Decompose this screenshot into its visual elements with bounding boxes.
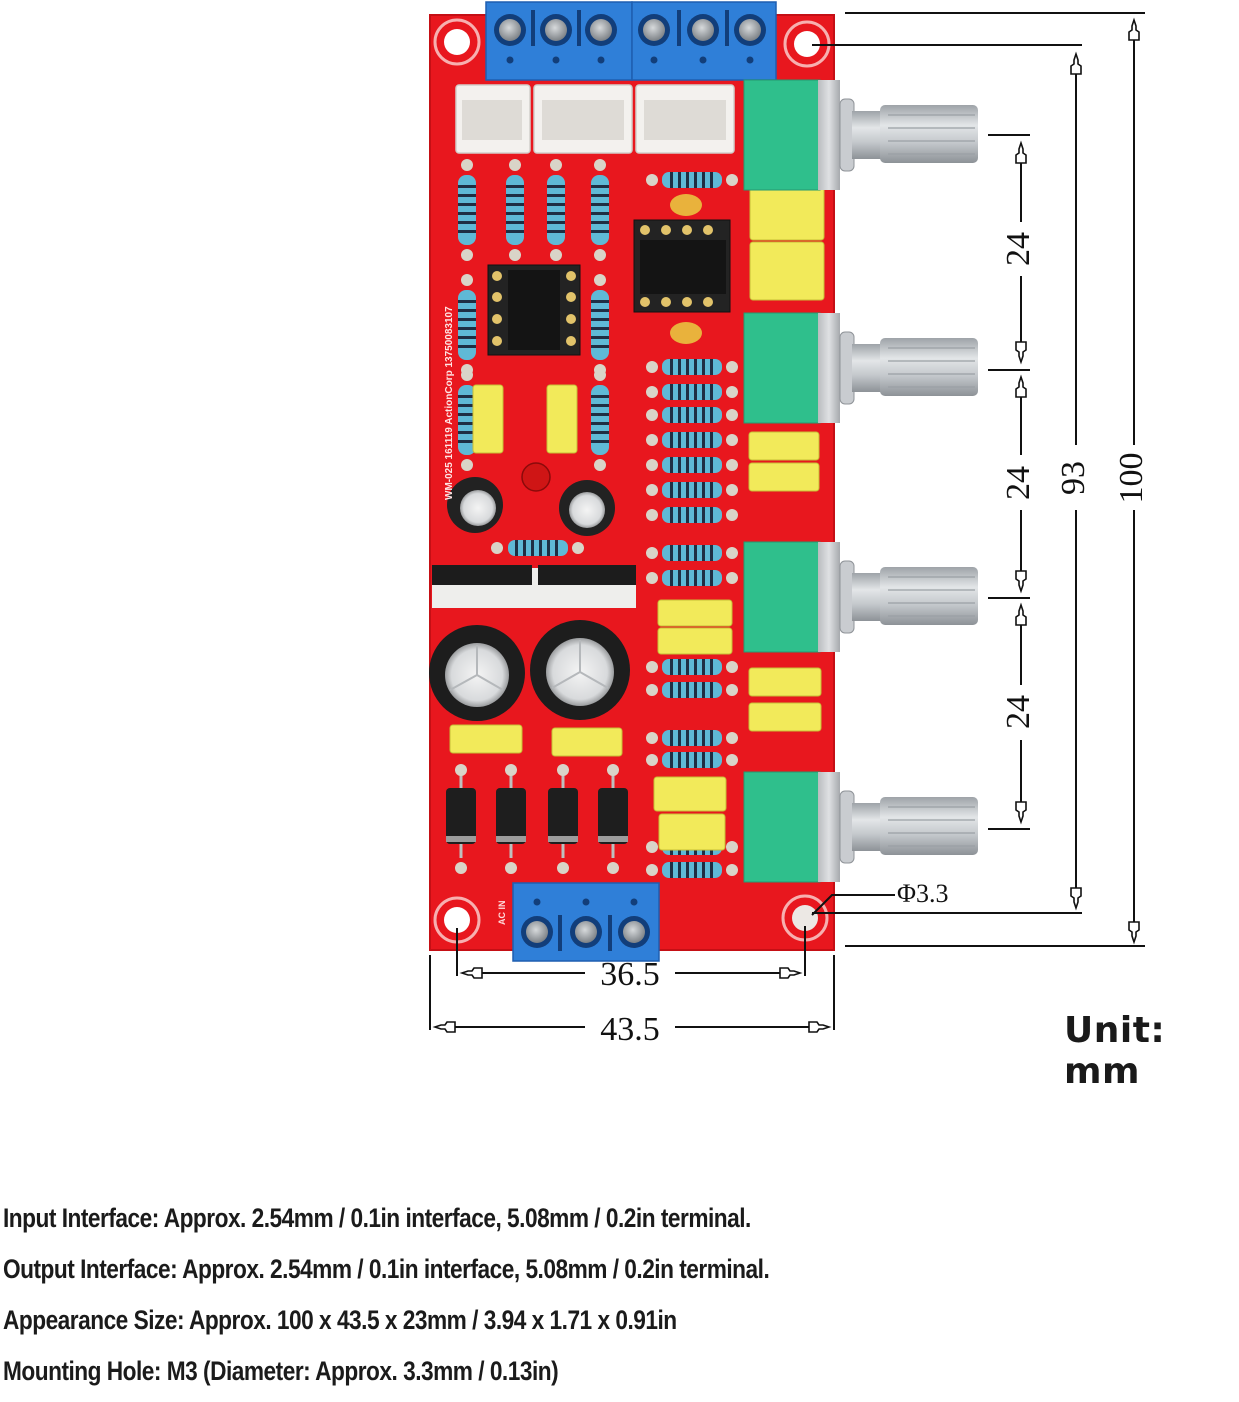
film-capacitor (748, 462, 820, 492)
terminal-block-ac-in: AC IN (497, 882, 660, 962)
film-capacitor (657, 599, 733, 627)
film-capacitor (546, 384, 578, 454)
film-capacitor (749, 241, 825, 301)
resistor (646, 482, 738, 498)
resistor (458, 159, 476, 261)
resistor (646, 407, 738, 423)
spec-input-interface: Input Interface: Approx. 2.54mm / 0.1in … (3, 1203, 751, 1233)
potentiometer-treble (743, 771, 978, 883)
resistor (646, 682, 738, 698)
film-capacitor (551, 727, 623, 757)
dimension-lines (429, 12, 1145, 1030)
arrow-head (1128, 921, 1140, 945)
film-capacitor (472, 384, 504, 454)
electrolytic-capacitor-large-right (530, 620, 630, 720)
film-capacitor (748, 667, 822, 697)
potentiometer-bass (743, 312, 978, 424)
arrow-head (1015, 801, 1027, 825)
terminal-block-input (485, 1, 633, 81)
dimension-label-hole-spacing-vertical: 93 (1055, 461, 1092, 495)
opamp-ic-right (633, 219, 731, 313)
resistor (491, 540, 584, 556)
resistor (646, 730, 738, 746)
dimension-arrows (432, 17, 1140, 1033)
arrow-head (459, 967, 483, 979)
film-capacitor (748, 702, 822, 732)
resistor (646, 172, 738, 188)
voltage-regulators (432, 565, 636, 608)
dimension-label-hole-spacing-horizontal: 36.5 (600, 956, 660, 993)
ceramic-capacitors (670, 194, 702, 344)
potentiometer-vol (743, 79, 978, 191)
film-capacitor (748, 431, 820, 461)
dimension-label-overall-width: 43.5 (600, 1011, 660, 1048)
diode (598, 764, 628, 874)
resistor (591, 369, 609, 471)
board-silkscreen-text: WM-025 161119 ActionCorp 13750083107 (444, 306, 455, 500)
ac-in-silkscreen: AC IN (497, 901, 507, 926)
resistor (646, 384, 738, 400)
dimension-label-hole-diameter: Φ3.3 (897, 879, 949, 908)
film-capacitor (749, 181, 825, 241)
resistor (646, 507, 738, 523)
spec-output-interface: Output Interface: Approx. 2.54mm / 0.1in… (3, 1254, 770, 1284)
power-led (521, 462, 551, 492)
arrow-head (1015, 570, 1027, 594)
dimension-label-pot-spacing-1: 24 (1000, 232, 1037, 266)
resistor (591, 159, 609, 261)
dimension-label-pot-spacing-3: 24 (1000, 695, 1037, 729)
film-capacitor (657, 627, 733, 655)
film-capacitor (653, 776, 727, 812)
electrolytic-capacitor-small-right (559, 480, 615, 536)
arrow-head (1128, 17, 1140, 41)
diode (446, 764, 476, 874)
arrow-head (1015, 140, 1027, 164)
resistor (646, 659, 738, 675)
diode (548, 764, 578, 874)
rectifier-diodes (446, 764, 628, 874)
arrow-head (1015, 341, 1027, 365)
potentiometers (743, 79, 978, 883)
electrolytic-capacitor-large-left (429, 625, 525, 721)
resistor-array-right (491, 172, 738, 878)
film-capacitor (658, 813, 726, 851)
resistor (646, 457, 738, 473)
unit-label: Unit: mm (1064, 1010, 1166, 1092)
arrow-head (779, 967, 803, 979)
opamp-ic-left (487, 264, 581, 356)
potentiometer-mid (743, 541, 978, 653)
resistor (506, 159, 524, 261)
resistor (646, 432, 738, 448)
resistor (646, 862, 738, 878)
spec-mounting-hole: Mounting Hole: M3 (Diameter: Approx. 3.3… (3, 1356, 559, 1386)
film-capacitor (449, 724, 523, 754)
resistor (646, 752, 738, 768)
arrow-head (432, 1021, 456, 1033)
diode (496, 764, 526, 874)
resistor (646, 359, 738, 375)
resistor (458, 369, 476, 471)
arrow-head (1070, 887, 1082, 911)
specifications-list: Input Interface: Approx. 2.54mm / 0.1in … (3, 1198, 915, 1402)
resistor (458, 274, 476, 376)
arrow-head (1015, 602, 1027, 626)
electrolytic-capacitor-small-left (447, 477, 503, 533)
spec-appearance-size: Appearance Size: Approx. 100 x 43.5 x 23… (3, 1305, 677, 1335)
resistor (646, 545, 738, 561)
terminal-block-output (631, 1, 777, 81)
resistor-array-left (458, 159, 609, 471)
arrow-head (1070, 51, 1082, 75)
arrow-head (1015, 374, 1027, 398)
resistor (646, 570, 738, 586)
arrow-head (808, 1021, 832, 1033)
film-capacitors (449, 181, 825, 851)
dimension-label-overall-height: 100 (1113, 453, 1150, 504)
resistor (547, 159, 565, 261)
pcb-board: AC IN WM-025 161119 ActionCorp 137500831… (429, 1, 978, 962)
dimension-label-pot-spacing-2: 24 (1000, 466, 1037, 500)
mounting-hole-top-left (433, 18, 481, 66)
